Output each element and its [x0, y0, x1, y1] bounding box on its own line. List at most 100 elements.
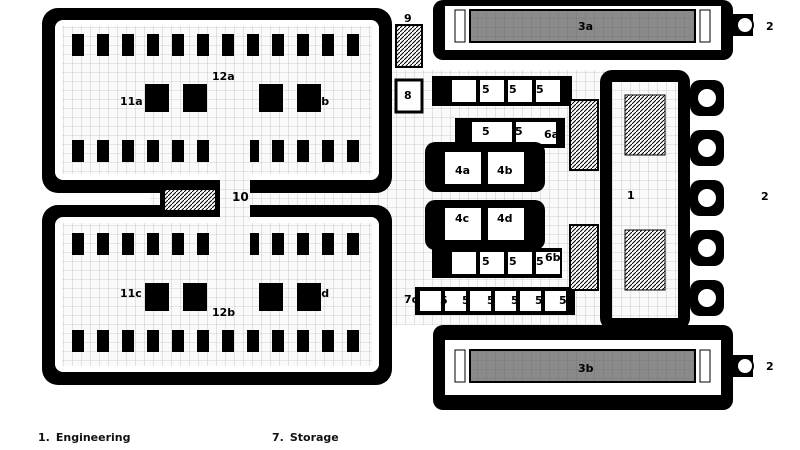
- label-stateroom: 5: [511, 294, 519, 307]
- label-barracks-b: 11b: [306, 95, 329, 108]
- label-storage-b: 7b: [437, 255, 453, 268]
- bunk: [272, 34, 284, 56]
- locker: [145, 84, 169, 112]
- cargo-hold-top: [433, 0, 733, 60]
- label-lab-c: 4c: [455, 212, 469, 225]
- bunk: [347, 233, 359, 255]
- cargo-hold-bottom: [433, 325, 733, 410]
- stateroom: [545, 291, 566, 311]
- airlock-room: [394, 78, 424, 114]
- label-lab-b: 4b: [497, 164, 513, 177]
- label-barracks-d: 11d: [306, 287, 329, 300]
- engine-pod-core: [696, 87, 718, 109]
- label-stateroom: 5: [482, 255, 490, 268]
- bunk: [72, 34, 84, 56]
- bunk: [322, 330, 334, 352]
- bunk: [297, 140, 309, 162]
- label-vent: 9: [404, 12, 412, 25]
- label-stateroom: 5: [482, 83, 490, 96]
- bunk: [347, 140, 359, 162]
- label-hold-top: 3a: [578, 20, 593, 33]
- stateroom: [470, 291, 491, 311]
- stateroom: [536, 252, 560, 274]
- label-stateroom: 5: [462, 294, 470, 307]
- bunk: [197, 233, 209, 255]
- bunk: [297, 233, 309, 255]
- stateroom: [420, 291, 441, 311]
- engine-pod-core: [696, 187, 718, 209]
- legend-item: 7.Storage: [272, 431, 339, 444]
- stateroom: [480, 252, 504, 274]
- legend-number: 1.: [38, 431, 50, 444]
- bunk: [197, 330, 209, 352]
- label-airlock: 8: [404, 89, 412, 102]
- label-central: 10: [232, 190, 249, 204]
- label-barracks-c: 11c: [120, 287, 142, 300]
- vent-shaft: [395, 24, 423, 68]
- stateroom: [508, 252, 532, 274]
- stateroom: [472, 122, 512, 144]
- bunk: [172, 330, 184, 352]
- legend-label: Engineering: [55, 431, 131, 444]
- lab-block-lower: [425, 200, 545, 250]
- locker: [145, 283, 169, 311]
- stateroom: [495, 291, 516, 311]
- bunk: [197, 34, 209, 56]
- bunk: [272, 140, 284, 162]
- locker: [297, 283, 321, 311]
- bunk: [322, 34, 334, 56]
- bunk: [247, 34, 259, 56]
- label-lab-d: 4d: [497, 212, 513, 225]
- bunk: [97, 140, 109, 162]
- engine-pod-core: [696, 137, 718, 159]
- bunk: [72, 330, 84, 352]
- bunk: [222, 34, 234, 56]
- stateroom-row-top: [432, 76, 572, 106]
- label-hold-bot: 3b: [578, 362, 594, 375]
- bunk: [72, 233, 84, 255]
- stateroom: [452, 252, 476, 274]
- stateroom: [516, 122, 556, 144]
- bunk: [172, 34, 184, 56]
- label-barracks-a: 11a: [120, 95, 143, 108]
- map-legend: 1. Engineering 7.Storage: [0, 430, 800, 450]
- bunk: [322, 140, 334, 162]
- label-hall-a: 12a: [212, 70, 235, 83]
- bunk: [97, 233, 109, 255]
- label-storage-a: 7a: [437, 83, 452, 96]
- label-stateroom: 5: [559, 294, 567, 307]
- bunk: [347, 330, 359, 352]
- bunk: [297, 34, 309, 56]
- bunk: [97, 330, 109, 352]
- label-engineering: 1: [627, 189, 635, 202]
- bunk: [122, 34, 134, 56]
- barracks-block-bottom: [42, 205, 392, 385]
- engine-pod-core: [696, 237, 718, 259]
- label-storage-c: 7c: [404, 293, 418, 306]
- thruster-top: [733, 14, 754, 36]
- legend-item: 1. Engineering: [38, 431, 131, 444]
- label-stateroom: 5: [509, 83, 517, 96]
- label-port-bot: 2: [766, 360, 774, 373]
- label-stateroom: 5: [535, 294, 543, 307]
- label-common-b: 6b: [545, 251, 561, 264]
- stateroom: [452, 80, 476, 102]
- locker: [183, 84, 207, 112]
- stateroom-row-2: [455, 118, 565, 148]
- label-stateroom: 5: [509, 255, 517, 268]
- stateroom: [536, 80, 560, 102]
- galley-machinery-top: [569, 99, 599, 171]
- stateroom: [445, 291, 466, 311]
- stateroom-row-3: [432, 248, 562, 278]
- label-common-a: 6a: [544, 128, 559, 141]
- bunk: [347, 34, 359, 56]
- bunk: [122, 330, 134, 352]
- label-stateroom: 5: [482, 125, 490, 138]
- bunk: [172, 233, 184, 255]
- bunk: [322, 233, 334, 255]
- engine-pod-core: [696, 287, 718, 309]
- bunk: [147, 330, 159, 352]
- bunk: [247, 330, 259, 352]
- bunk: [222, 330, 234, 352]
- bunk: [147, 140, 159, 162]
